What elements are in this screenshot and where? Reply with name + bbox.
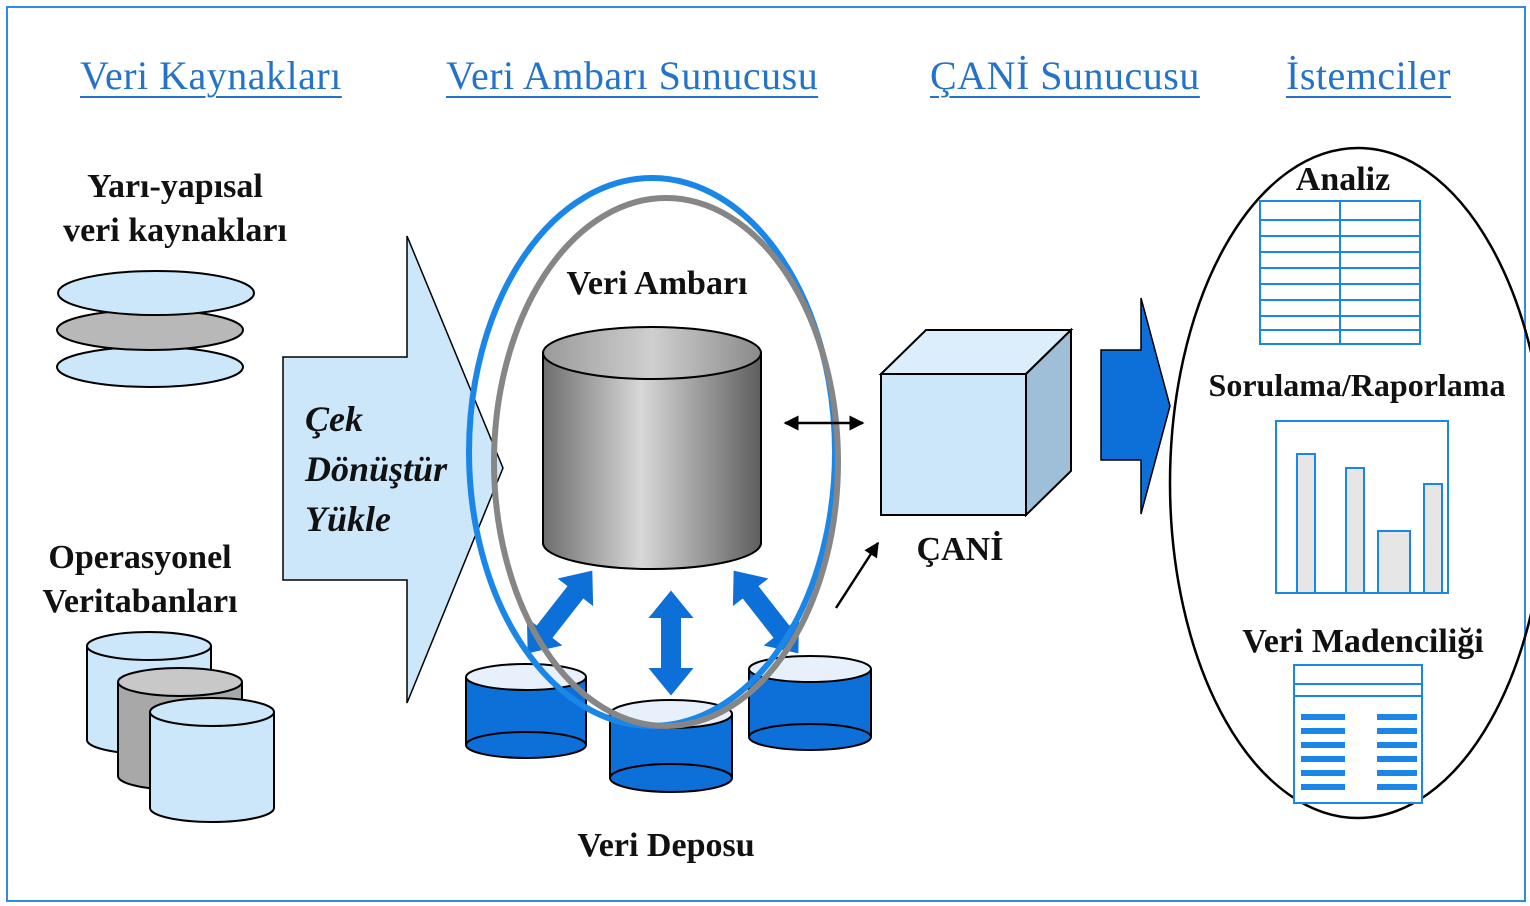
client-data-mining-label: Veri Madenciliği [1242, 623, 1484, 660]
olap-cube-icon [878, 327, 1074, 518]
client-reporting-label: Sorulama/Raporlama [1208, 367, 1506, 403]
operational-label: Operasyonel Veritabanları [0, 536, 280, 624]
semi-structured-label-line2: veri kaynakları [63, 212, 287, 249]
etl-extract-label: Çek [305, 399, 363, 439]
mart-olap-arrow [834, 541, 880, 609]
etl-transform-label: Dönüştür [305, 449, 448, 489]
header-olap-server: ÇANİ Sunucusu [930, 53, 1200, 98]
reporting-chart-icon [1275, 420, 1449, 594]
data-mart-link-arrows [526, 570, 800, 696]
data-warehouse-label: Veri Ambarı [566, 265, 748, 302]
operational-label-line2: Veritabanları [42, 583, 238, 620]
diagram-frame [6, 6, 1526, 902]
data-mart-label: Veri Deposu [577, 827, 755, 864]
clients-boundary [1168, 146, 1530, 820]
data-mart-icon [465, 655, 872, 793]
semi-structured-label-line1: Yarı-yapısal [87, 168, 263, 205]
client-analysis-label: Analiz [1295, 161, 1391, 198]
analysis-table-icon [1259, 200, 1421, 345]
server-boundary-gray [491, 195, 841, 729]
clients-arrow [1100, 297, 1171, 515]
olap-label: ÇANİ [916, 531, 1004, 568]
etl-arrow [282, 235, 504, 704]
data-warehouse-icon [542, 326, 762, 570]
operational-label-line1: Operasyonel [48, 539, 232, 576]
header-clients: İstemciler [1286, 53, 1451, 98]
data-mining-document-icon [1293, 664, 1423, 804]
semi-structured-label: Yarı-yapısal veri kaynakları [30, 165, 320, 253]
header-data-sources: Veri Kaynakları [80, 53, 342, 98]
etl-load-label: Yükle [305, 499, 391, 539]
header-warehouse-server: Veri Ambarı Sunucusu [446, 53, 819, 98]
semi-structured-source-icon [56, 270, 255, 388]
operational-database-icon [86, 631, 275, 823]
